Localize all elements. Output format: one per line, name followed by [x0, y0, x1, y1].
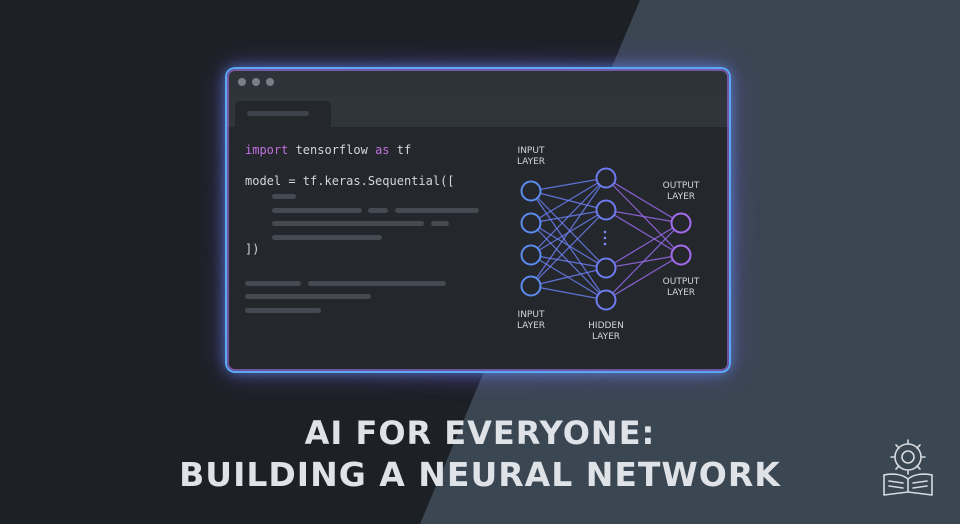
code-window: import tensorflow as tf model = tf.keras…: [227, 69, 729, 371]
code-line-model: model = tf.keras.Sequential([: [245, 174, 455, 188]
code-placeholder-bar: [308, 281, 446, 286]
network-nodes: [520, 167, 692, 311]
connection-line: [530, 190, 607, 269]
output-node: [670, 212, 692, 234]
connection-line: [605, 209, 682, 224]
input-node: [520, 275, 542, 297]
keyword-import: import: [245, 143, 289, 157]
code-placeholder-bar: [272, 221, 424, 226]
connection-line: [530, 209, 607, 287]
headline-line-1: AI FOR EVERYONE:: [304, 414, 656, 452]
connection-line: [605, 222, 682, 269]
hidden-node: [595, 199, 617, 221]
code-placeholder-bar: [245, 308, 321, 313]
code-placeholder-bar: [368, 208, 388, 213]
code-line-import: import tensorflow as tf: [245, 143, 411, 157]
tab-bar: [227, 95, 729, 127]
connection-line: [530, 177, 607, 256]
connection-line: [530, 177, 607, 287]
code-placeholder-bar: [245, 294, 371, 299]
input-node: [520, 244, 542, 266]
connection-line: [605, 254, 682, 301]
connection-line: [605, 177, 682, 224]
output-node: [670, 244, 692, 266]
window-titlebar: [227, 69, 729, 96]
brain-gear-book-icon: [883, 439, 933, 496]
window-dot-icon[interactable]: [252, 78, 260, 86]
code-placeholder-bar: [431, 221, 449, 226]
code-placeholder-bar: [272, 208, 362, 213]
code-placeholder-bar: [272, 235, 382, 240]
hidden-node: [595, 257, 617, 279]
connection-line: [530, 254, 607, 269]
code-placeholder-bar: [395, 208, 479, 213]
connection-line: [605, 222, 682, 301]
input-node: [520, 212, 542, 234]
connection-line: [530, 222, 607, 269]
connection-line: [605, 209, 682, 256]
keyword-as: as: [375, 143, 390, 157]
module-name: tensorflow: [288, 143, 376, 157]
hidden-ellipsis: [603, 230, 607, 246]
alias-name: tf: [389, 143, 412, 157]
hidden-node: [595, 289, 617, 311]
code-placeholder-bar: [245, 281, 301, 286]
tab-label-placeholder: [247, 111, 309, 116]
window-dot-icon[interactable]: [266, 78, 274, 86]
tab-active[interactable]: [235, 101, 331, 127]
network-connections: [530, 177, 682, 301]
input-node: [520, 180, 542, 202]
connection-line: [530, 267, 607, 287]
code-line-close: ]): [245, 242, 260, 256]
window-dot-icon[interactable]: [238, 78, 246, 86]
headline-line-2: BUILDING A NEURAL NETWORK: [179, 455, 781, 494]
connection-line: [530, 177, 607, 224]
connection-line: [530, 177, 607, 192]
code-placeholder-bar: [272, 194, 296, 199]
hidden-node: [595, 167, 617, 189]
connection-line: [530, 285, 607, 301]
